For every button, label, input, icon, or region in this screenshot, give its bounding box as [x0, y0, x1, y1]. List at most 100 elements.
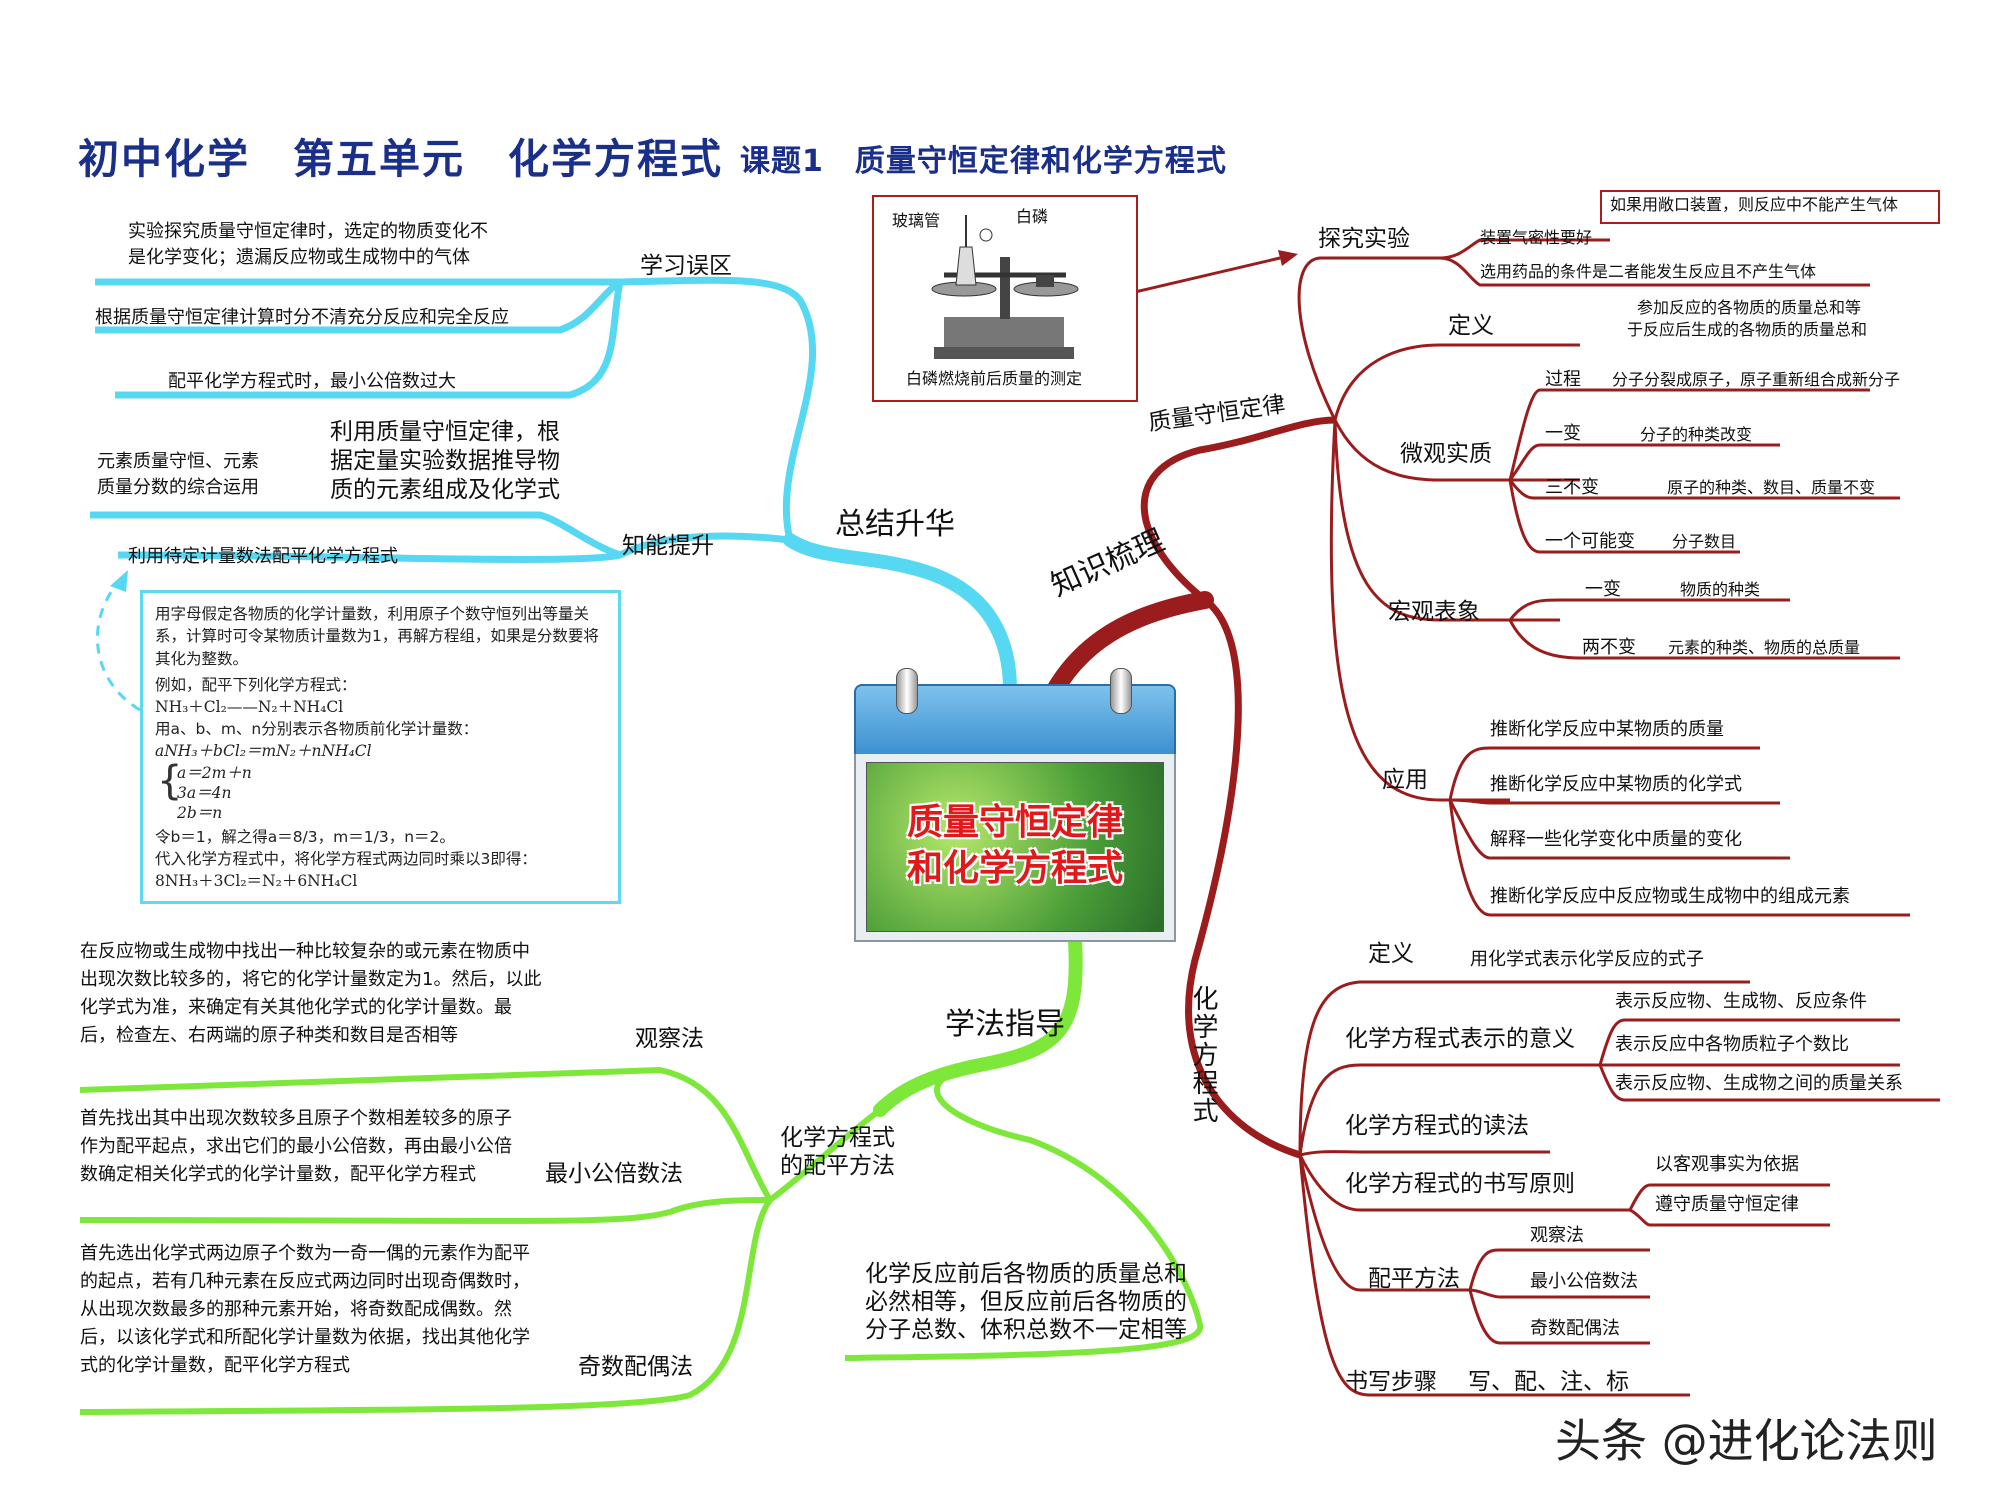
macro-constant-label: 两不变 — [1582, 637, 1636, 658]
calendar-body: 质量守恒定律 和化学方程式 — [854, 754, 1176, 942]
page-subtitle: 课题1 质量守恒定律和化学方程式 — [740, 144, 1227, 179]
mistake-1-line2: 是化学变化；遗漏反应物或生成物中的气体 — [128, 247, 470, 268]
example-solution: 令b＝1，解之得a＝8/3，m＝1/3，n＝2。 — [155, 828, 455, 846]
micro-change-label: 一变 — [1545, 423, 1581, 444]
equation-definition-text: 用化学式表示化学反应的式子 — [1470, 949, 1704, 970]
macro-constant-text: 元素的种类、物质的总质量 — [1668, 638, 1861, 657]
red-conservation-branch — [1140, 416, 1336, 603]
equation-steps-label: 书写步骤 — [1345, 1369, 1437, 1395]
example-line: NH₃＋Cl₂——N₂＋NH₄Cl — [155, 698, 344, 716]
macro-change-label: 一变 — [1585, 579, 1621, 600]
equation-meaning-item: 表示反应中各物质粒子个数比 — [1615, 1034, 1849, 1055]
method-note-line1: 化学反应前后各物质的质量总和 — [865, 1261, 1187, 1287]
mistake-2: 根据质量守恒定律计算时分不清充分反应和完全反应 — [95, 307, 509, 328]
example-line: 代入化学方程式中，将化学方程式两边同时乘以3即得： — [155, 850, 537, 868]
red-equation-branch — [1185, 597, 1302, 1159]
balance-methods-title-line1: 化学方程式 — [780, 1125, 895, 1151]
calendar-ring-right — [1110, 668, 1132, 714]
page-title: 初中化学 第五单元 化学方程式 — [78, 135, 723, 183]
example-intro: 用字母假定各物质的化学计量数，利用原子个数守恒列出等量关系，计算时可令某物质计量… — [155, 605, 599, 668]
equation-meaning-label: 化学方程式表示的意义 — [1345, 1026, 1575, 1052]
example-line: 用a、b、m、n分别表示各物质前化学计量数： — [155, 720, 479, 738]
example-result: 8NH₃＋3Cl₂＝N₂＋6NH₄Cl — [155, 872, 358, 890]
central-title-line1: 质量守恒定律 — [906, 802, 1123, 843]
observe-method-text: 在反应物或生成物中找出一种比较复杂的或元素在物质中出现次数比较多的，将它的化学计… — [80, 941, 542, 1046]
ability-1-desc-line2: 据定量实验数据推导物 — [330, 448, 560, 474]
micro-constant-text: 原子的种类、数目、质量不变 — [1667, 478, 1876, 497]
equation-principle-item: 以客观事实为依据 — [1655, 1154, 1799, 1175]
lcm-method-label: 最小公倍数法 — [545, 1161, 683, 1187]
method-note-line2: 必然相等，但反应前后各物质的 — [865, 1289, 1187, 1315]
equation-meaning-item: 表示反应物、生成物、反应条件 — [1615, 991, 1867, 1012]
micro-maybe-label: 一个可能变 — [1545, 531, 1635, 552]
watermark: 头条 @进化论法则 — [1555, 1414, 1938, 1468]
equation-system-line: 2b＝n — [177, 804, 223, 822]
mistake-3: 配平化学方程式时，最小公倍数过大 — [168, 371, 456, 392]
branch-label-summary: 总结升华 — [835, 507, 955, 542]
definition-line2: 于反应后生成的各物质的质量总和 — [1627, 320, 1868, 339]
application-item: 推断化学反应中某物质的质量 — [1490, 719, 1724, 740]
example-line: aNH₃＋bCl₂＝mN₂＋nNH₄Cl — [155, 742, 372, 760]
example-line: 例如，配平下列化学方程式： — [155, 676, 357, 694]
balance-scale-illustration — [931, 215, 1079, 359]
central-title-line2: 和化学方程式 — [906, 848, 1123, 889]
micro-process-text: 分子分裂成原子，原子重新组合成新分子 — [1612, 370, 1901, 389]
micro-constant-label: 三不变 — [1545, 477, 1599, 498]
experiment-item-airtight: 装置气密性要好 — [1480, 228, 1593, 247]
experiment-caption: 白磷燃烧前后质量的测定 — [906, 369, 1083, 388]
ability-label: 知能提升 — [622, 533, 714, 559]
equation-balance-label: 配平方法 — [1368, 1266, 1460, 1292]
ability-1-desc-line3: 质的元素组成及化学式 — [330, 477, 560, 503]
balance-methods-title-line2: 的配平方法 — [780, 1153, 895, 1179]
micro-essence-label: 微观实质 — [1400, 441, 1492, 467]
ability-1-desc-line1: 利用质量守恒定律，根 — [330, 419, 560, 445]
experiment-item-reagents: 选用药品的条件是二者能发生反应且不产生气体 — [1480, 262, 1817, 281]
odd-even-method-text: 首先选出化学式两边原子个数为一奇一偶的元素作为配平的起点，若有几种元素在反应式两… — [80, 1243, 530, 1376]
experiment-figure-box: 玻璃管 白磷 白磷燃烧前后质量的测定 — [872, 195, 1138, 402]
green-main-branch — [873, 933, 1083, 1117]
experiment-note-text: 如果用敞口装置，则反应中不能产生气体 — [1610, 195, 1899, 214]
experiment-label: 探究实验 — [1318, 226, 1410, 252]
equation-system-brace: { — [157, 758, 183, 804]
mistakes-label: 学习误区 — [640, 253, 732, 279]
equation-steps-text: 写、配、注、标 — [1468, 1369, 1629, 1395]
glass-tube-label: 玻璃管 — [892, 211, 941, 230]
branch-label-method: 学法指导 — [945, 1007, 1065, 1042]
ability-1-line2: 质量分数的综合运用 — [97, 477, 259, 498]
lcm-method-text: 首先找出其中出现次数较多且原子个数相差较多的原子作为配平起点，求出它们的最小公倍… — [80, 1108, 512, 1185]
calendar-ring-left — [896, 668, 918, 714]
equation-principle-item: 遵守质量守恒定律 — [1655, 1194, 1799, 1215]
equation-title: 化学方程式 — [1188, 985, 1218, 1125]
equation-definition-label: 定义 — [1368, 941, 1414, 967]
example-box: 用字母假定各物质的化学计量数，利用原子个数守恒列出等量关系，计算时可令某物质计量… — [140, 590, 621, 904]
white-phosphorus-label: 白磷 — [1016, 207, 1049, 226]
equation-system-line: 3a＝4n — [177, 784, 232, 802]
macro-label: 宏观表象 — [1388, 599, 1480, 625]
calendar-picture: 质量守恒定律 和化学方程式 — [866, 762, 1164, 932]
macro-change-text: 物质的种类 — [1680, 580, 1761, 599]
mistake-1-line1: 实验探究质量守恒定律时，选定的物质变化不 — [128, 221, 488, 242]
definition-label: 定义 — [1448, 313, 1494, 339]
micro-process-label: 过程 — [1545, 369, 1581, 390]
definition-line1: 参加反应的各物质的质量总和等 — [1637, 298, 1862, 317]
application-item: 解释一些化学变化中质量的变化 — [1490, 829, 1742, 850]
red-main-branch — [1046, 591, 1214, 699]
equation-balance-item: 奇数配偶法 — [1530, 1318, 1620, 1339]
micro-maybe-text: 分子数目 — [1672, 532, 1737, 551]
application-item: 推断化学反应中某物质的化学式 — [1490, 774, 1742, 795]
observe-method-label: 观察法 — [635, 1026, 704, 1052]
equation-balance-item: 最小公倍数法 — [1530, 1271, 1638, 1292]
equation-reading: 化学方程式的读法 — [1345, 1113, 1529, 1139]
equation-principle-label: 化学方程式的书写原则 — [1345, 1171, 1575, 1197]
ability-1-line1: 元素质量守恒、元素 — [97, 451, 259, 472]
application-label: 应用 — [1382, 767, 1428, 793]
application-item: 推断化学反应中反应物或生成物中的组成元素 — [1490, 886, 1850, 907]
odd-even-method-label: 奇数配偶法 — [578, 1354, 693, 1380]
ability-2: 利用待定计量数法配平化学方程式 — [128, 546, 398, 567]
equation-meaning-item: 表示反应物、生成物之间的质量关系 — [1615, 1073, 1903, 1094]
equation-system-line: a＝2m＋n — [177, 764, 252, 782]
experiment-note-box: 如果用敞口装置，则反应中不能产生气体 — [1600, 190, 1940, 224]
cyan-main-branch — [783, 533, 1017, 697]
